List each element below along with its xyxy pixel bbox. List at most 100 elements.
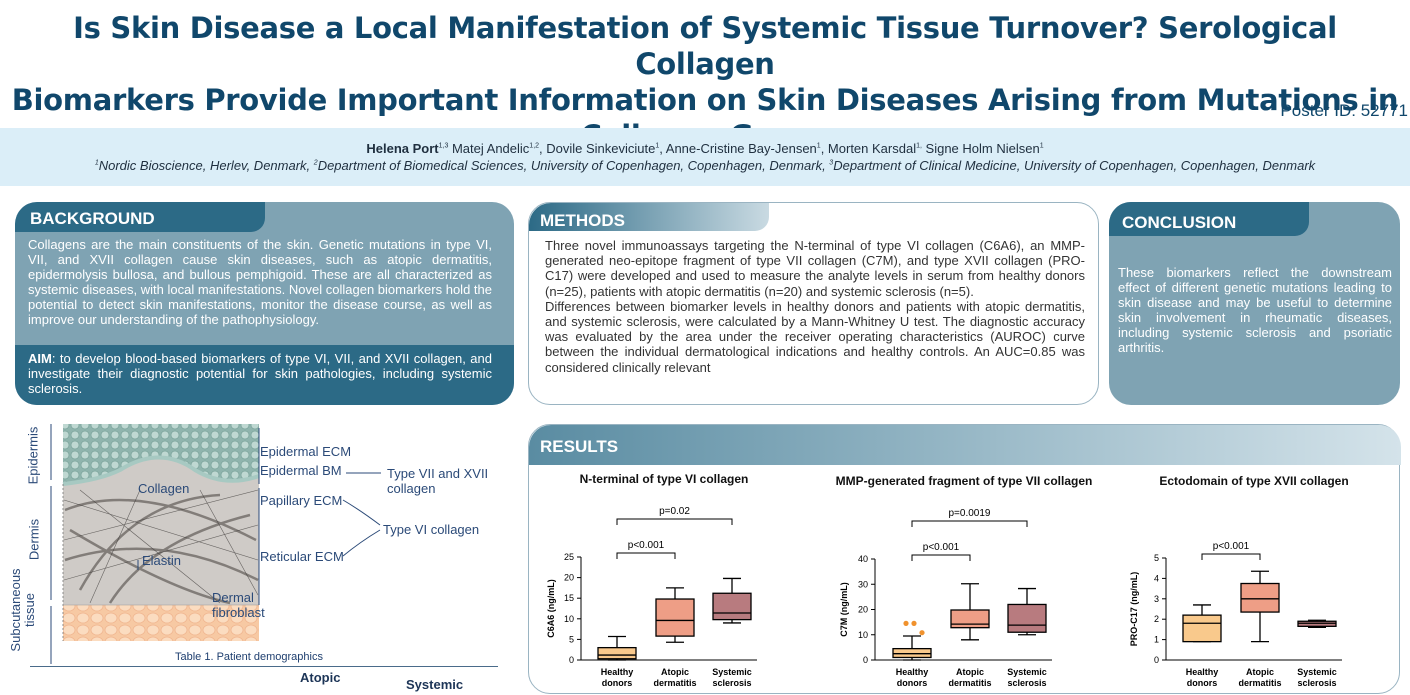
table-col-systemic: Systemic xyxy=(406,677,464,692)
reticular-ecm-label: Reticular ECM xyxy=(260,549,344,564)
epidermal-ecm-label: Epidermal ECM xyxy=(260,444,352,459)
y-tick-label: 20 xyxy=(564,573,574,583)
box xyxy=(1007,603,1047,633)
significance-bracket xyxy=(616,518,733,525)
affil-sup: 3 xyxy=(829,159,834,167)
y-axis-label: PRO-C17 (ng/mL) xyxy=(1129,572,1139,647)
aim-box: AIM: to develop blood-based biomarkers o… xyxy=(15,345,514,405)
methods-header-bar xyxy=(529,203,769,231)
background-header-bar xyxy=(15,202,265,232)
conclusion-heading: CONCLUSION xyxy=(1122,213,1237,232)
authors-band xyxy=(0,128,1410,186)
skin-illustration xyxy=(50,424,381,664)
conclusion-header-bar xyxy=(1109,202,1309,236)
y-tick-label: 4 xyxy=(1154,573,1159,583)
x-tick-label: sclerosis xyxy=(1297,678,1336,688)
y-tick-label: 25 xyxy=(564,552,574,562)
x-tick-label: dermatitis xyxy=(653,678,696,688)
chart-title-c6a6: N-terminal of type VI collagen xyxy=(579,472,749,486)
x-tick-label: Atopic xyxy=(661,667,689,677)
x-tick-label: Healthy xyxy=(896,667,929,677)
type-vi-label: Type VI collagen xyxy=(383,522,480,537)
results-heading: RESULTS xyxy=(540,437,619,456)
box xyxy=(655,598,695,637)
epidermis-label-box: Epidermis xyxy=(25,424,41,485)
charts-row: N-terminal of type VI collagen MMP-gener… xyxy=(529,469,1399,695)
affil-text: Department of Biomedical Sciences, Unive… xyxy=(317,158,830,173)
aim-text: AIM: to develop blood-based biomarkers o… xyxy=(28,351,492,396)
x-tick-label: Atopic xyxy=(956,667,984,677)
y-tick-label: 0 xyxy=(569,655,574,665)
box xyxy=(597,646,637,660)
background-text: Collagens are the main constituents of t… xyxy=(28,237,492,327)
conclusion-panel: CONCLUSION These biomarkers reflect the … xyxy=(1109,202,1400,405)
y-tick-label: 2 xyxy=(1154,614,1159,624)
box xyxy=(1240,582,1280,613)
p-value-label: p<0.001 xyxy=(1213,541,1250,552)
y-tick-label: 5 xyxy=(1154,553,1159,563)
x-tick-label: sclerosis xyxy=(712,678,751,688)
p-value-label: p=0.02 xyxy=(659,506,690,517)
poster-id: Poster ID: 52771 xyxy=(1280,101,1408,120)
author-sup: 1, xyxy=(916,142,922,150)
outlier-point xyxy=(919,630,925,636)
author-name: , Dovile Sinkeviciute xyxy=(539,141,656,156)
x-tick-label: Systemic xyxy=(1007,667,1047,677)
significance-bracket xyxy=(911,520,1028,527)
author-sup: 1 xyxy=(1039,142,1044,150)
box xyxy=(712,592,752,621)
x-tick-label: dermatitis xyxy=(948,678,991,688)
significance-bracket xyxy=(616,552,676,559)
title-line-2: Biomarkers Provide Important Information… xyxy=(11,83,1399,117)
x-tick-label: Healthy xyxy=(1186,667,1219,677)
x-tick-label: donors xyxy=(1187,678,1218,688)
y-tick-label: 40 xyxy=(858,554,868,564)
y-tick-label: 20 xyxy=(858,605,868,615)
dermal-fibroblast-label: Dermal fibroblast xyxy=(212,590,265,620)
y-axis-label: C7M (ng/mL) xyxy=(839,582,849,637)
p-value-label: p=0.0019 xyxy=(949,508,991,519)
y-tick-label: 30 xyxy=(858,579,868,589)
dermis-layer xyxy=(63,457,259,605)
y-tick-label: 15 xyxy=(564,593,574,603)
x-tick-label: sclerosis xyxy=(1007,678,1046,688)
title-line-1: Is Skin Disease a Local Manifestation of… xyxy=(73,11,1337,81)
epidermal-bm-label: Epidermal BM xyxy=(260,463,342,478)
x-tick-label: Systemic xyxy=(1297,667,1337,677)
table-col-atopic: Atopic xyxy=(300,670,341,685)
p-value-label: p<0.001 xyxy=(628,540,665,551)
x-tick-label: dermatitis xyxy=(1238,678,1281,688)
aim-label: AIM xyxy=(28,351,52,366)
results-panel: RESULTS N-terminal of type VI collagen M… xyxy=(528,424,1401,695)
chart-title-c7m: MMP-generated fragment of type VII colla… xyxy=(835,474,1093,488)
x-tick-label: Atopic xyxy=(1246,667,1274,677)
affiliations: 1Nordic Bioscience, Herlev, Denmark, 2De… xyxy=(0,158,1410,173)
basement-membrane xyxy=(62,455,260,486)
author-name: , Anne-Cristine Bay-Jensen xyxy=(659,141,817,156)
y-tick-label: 10 xyxy=(564,614,574,624)
author-name: Signe Holm Nielsen xyxy=(921,141,1040,156)
x-tick-label: Healthy xyxy=(601,667,634,677)
first-author: Helena Port xyxy=(366,141,439,156)
box xyxy=(1182,614,1222,643)
significance-bracket xyxy=(1201,553,1261,560)
p-value-label: p<0.001 xyxy=(923,542,960,553)
y-tick-label: 5 xyxy=(569,634,574,644)
results-header-bar xyxy=(529,425,1401,465)
affil-sup: 2 xyxy=(313,159,318,167)
methods-para-2: Differences between biomarker levels in … xyxy=(545,298,1085,375)
methods-panel: METHODS Three novel immunoassays targeti… xyxy=(528,202,1099,405)
table-caption: Table 1. Patient demographics xyxy=(175,651,323,663)
subcutaneous-layer xyxy=(63,605,259,641)
author-name: , Morten Karsdal xyxy=(820,141,917,156)
author-name: Matej Andelic xyxy=(448,141,530,156)
y-axis-label: C6A6 (ng/mL) xyxy=(546,579,556,638)
author-list: Helena Port1,3 Matej Andelic1,2, Dovile … xyxy=(0,141,1410,156)
x-tick-label: Systemic xyxy=(712,667,752,677)
methods-para-1: Three novel immunoassays targeting the N… xyxy=(545,238,1085,299)
x-tick-label: donors xyxy=(602,678,633,688)
significance-bracket xyxy=(911,554,971,561)
skin-figure: Epidermis Dermis Subcutaneous tissue Epi… xyxy=(8,420,520,692)
